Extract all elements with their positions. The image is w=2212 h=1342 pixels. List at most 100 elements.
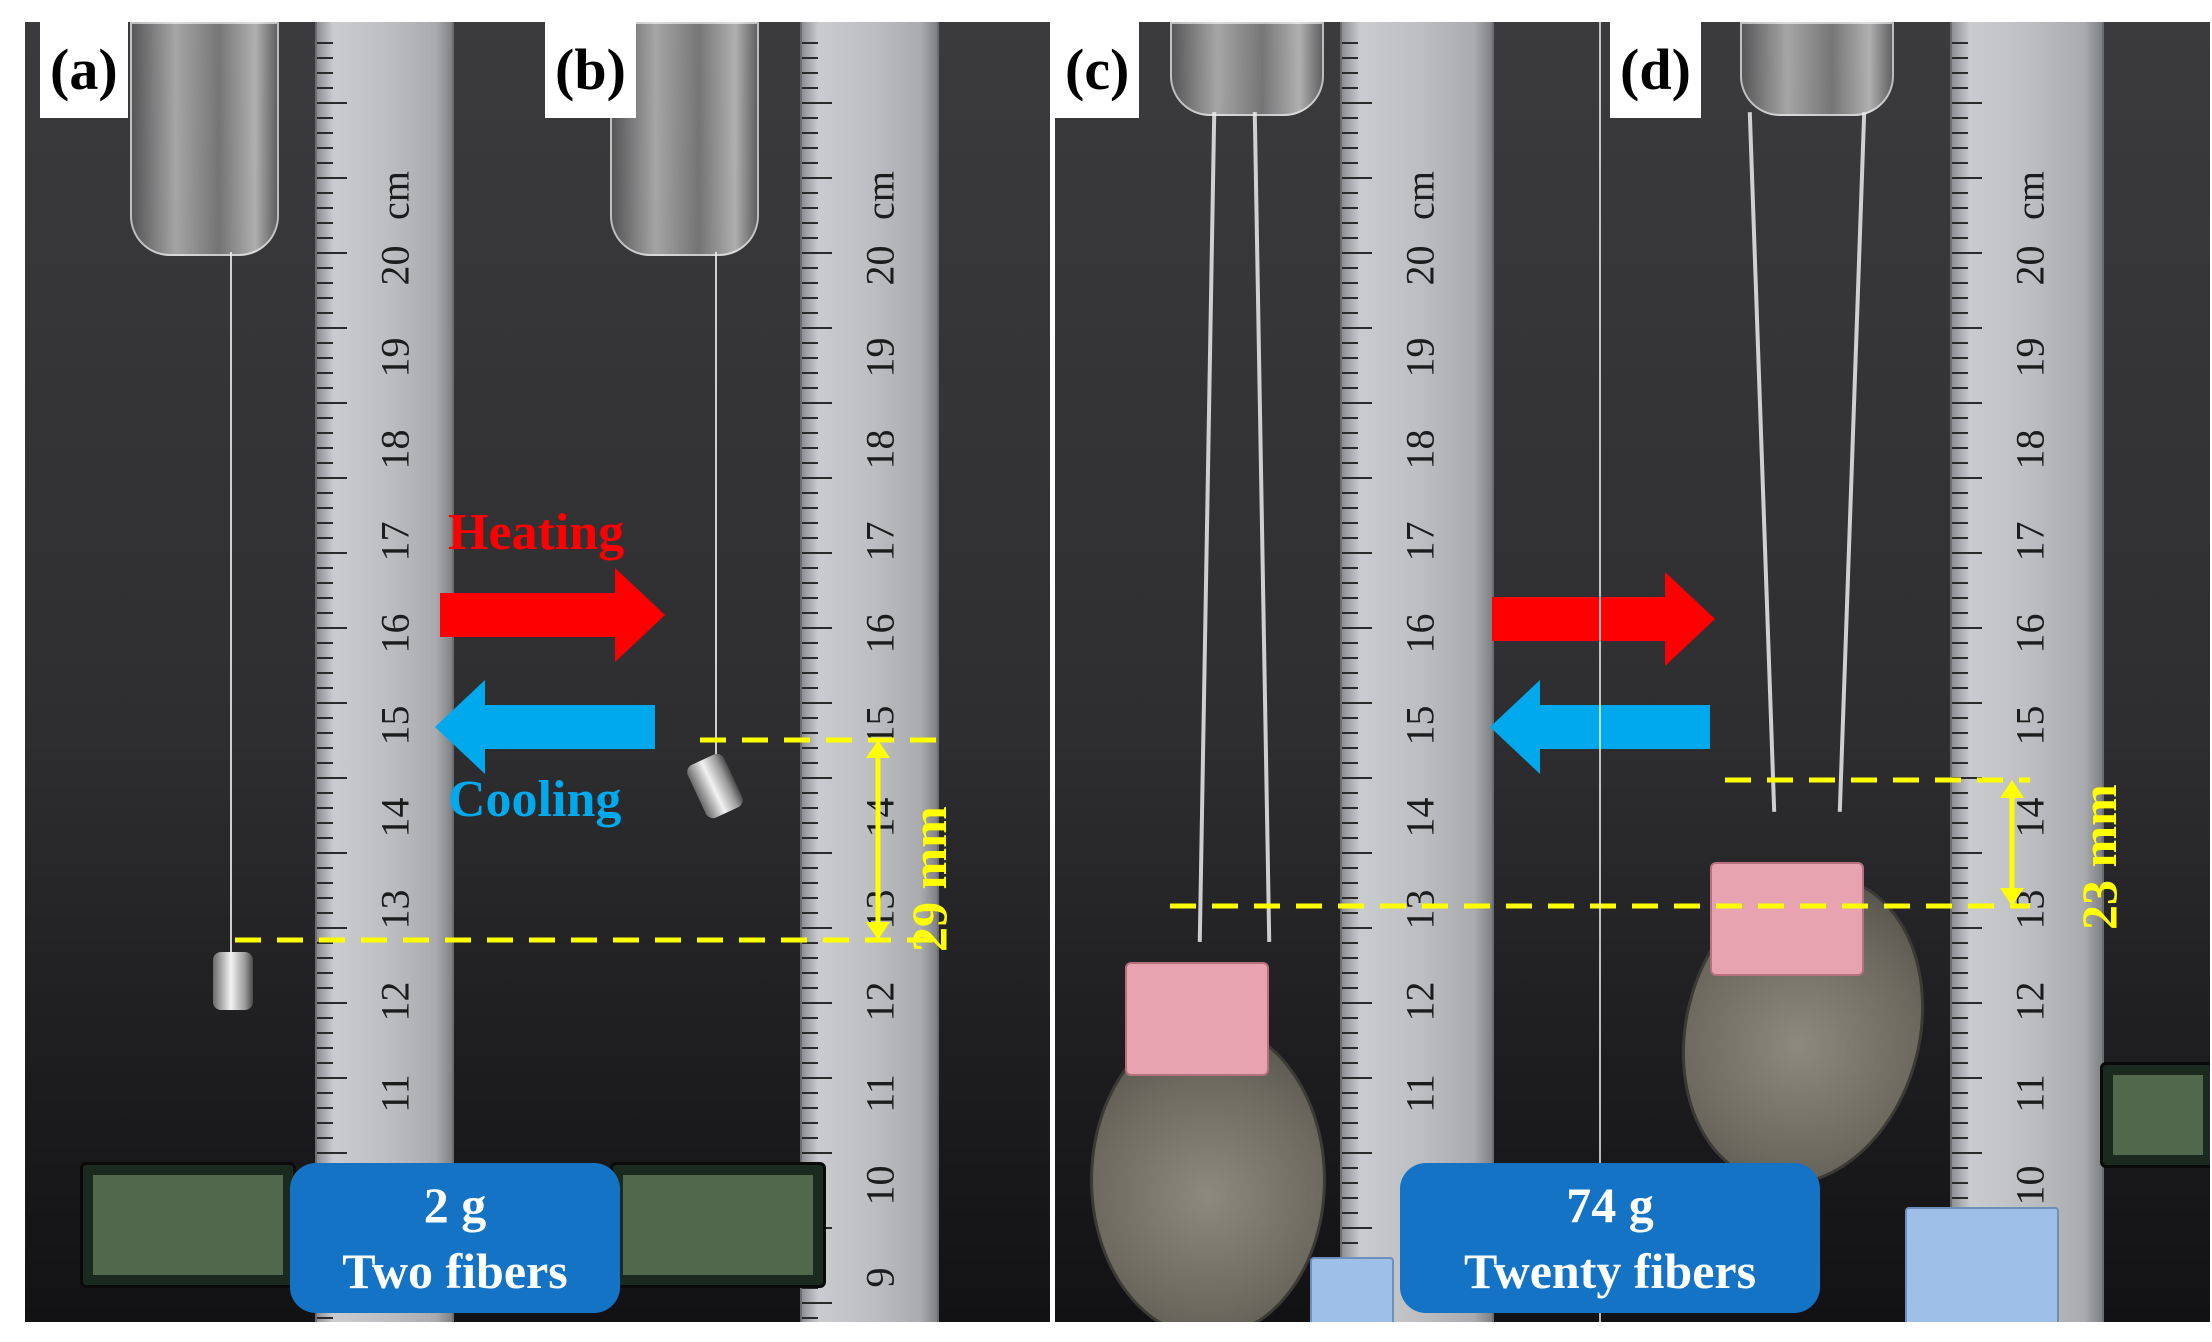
- ruler-tick: [1342, 987, 1358, 989]
- ruler-tick: [802, 1152, 832, 1154]
- ruler-tick: [1342, 852, 1372, 854]
- glass-tube: [1170, 22, 1324, 116]
- ruler-tick: [1342, 447, 1358, 449]
- ruler-tick: [317, 972, 333, 974]
- ruler-tick: [1952, 882, 1968, 884]
- ruler-tick: [802, 1047, 818, 1049]
- steel-ruler: 20191817161514131211109cm: [1950, 22, 2104, 1322]
- ruler-tick: [317, 72, 333, 74]
- ruler-tick: [1952, 867, 1968, 869]
- ruler-tick: [1342, 42, 1358, 44]
- ruler-tick: [802, 297, 818, 299]
- ruler-tick: [1342, 942, 1358, 944]
- ruler-tick: [1342, 972, 1358, 974]
- ruler-tick: [802, 222, 818, 224]
- ruler-tick: [1952, 582, 1968, 584]
- ruler-tick: [802, 342, 818, 344]
- ruler-tick: [1342, 882, 1358, 884]
- ruler-tick: [1342, 1242, 1358, 1244]
- ruler-tick: [1342, 582, 1358, 584]
- ruler-tick: [1952, 987, 1968, 989]
- ruler-tick: [1342, 552, 1372, 554]
- ruler-tick: [1952, 1152, 1982, 1154]
- ruler-tick: [1952, 417, 1968, 419]
- panel-c-photo: 20191817161514131211109cm (c): [1055, 22, 1600, 1322]
- ruler-tick: [1342, 432, 1358, 434]
- ruler-tick: [1342, 222, 1358, 224]
- pink-binder-clip: [1710, 862, 1864, 976]
- ruler-tick: [1952, 702, 1982, 704]
- ruler-tick: [1952, 132, 1968, 134]
- ruler-tick: [1952, 897, 1968, 899]
- ruler-tick: [1952, 1092, 1968, 1094]
- ruler-tick: [1342, 162, 1358, 164]
- displacement-label-right: 23 mm: [2071, 784, 2127, 930]
- ruler-tick: [1952, 792, 1968, 794]
- ruler-tick: [802, 942, 818, 944]
- panel-label-d: (d): [1610, 22, 1701, 118]
- ruler-tick: [1952, 747, 1968, 749]
- ruler-tick: [802, 987, 818, 989]
- ruler-tick: [317, 237, 333, 239]
- ruler-tick: [1342, 1092, 1358, 1094]
- ruler-tick: [1952, 72, 1968, 74]
- ruler-tick: [802, 807, 818, 809]
- ruler-tick: [317, 147, 333, 149]
- ruler-tick: [1342, 507, 1358, 509]
- ruler-tick: [1952, 462, 1968, 464]
- mass-label: 2 g: [423, 1177, 487, 1233]
- ruler-tick: [1342, 612, 1358, 614]
- ruler-tick: [1342, 837, 1358, 839]
- ruler-tick: [1342, 297, 1358, 299]
- ruler-tick: [1342, 402, 1372, 404]
- ruler-tick: [317, 1317, 333, 1319]
- ruler-tick: [317, 402, 347, 404]
- ruler-tick: [1342, 672, 1358, 674]
- ruler-tick: [317, 552, 347, 554]
- ruler-tick: [317, 132, 333, 134]
- ruler-tick: [317, 342, 333, 344]
- ruler-tick: [1952, 627, 1982, 629]
- ruler-tick: [1342, 567, 1358, 569]
- ruler-tick: [1952, 1077, 1982, 1079]
- ruler-tick: [1952, 597, 1968, 599]
- ruler-tick: [317, 657, 333, 659]
- ruler-tick: [317, 1062, 333, 1064]
- ruler-tick: [1342, 1077, 1372, 1079]
- ruler-tick: [802, 492, 818, 494]
- ruler-tick: [317, 582, 333, 584]
- ruler-tick: [1952, 1182, 1968, 1184]
- ruler-tick: [802, 57, 818, 59]
- ruler-tick: [317, 192, 333, 194]
- ruler-tick: [1952, 312, 1968, 314]
- panel-label-a: (a): [40, 22, 128, 118]
- ruler-tick: [802, 1032, 818, 1034]
- ruler-tick: [317, 447, 333, 449]
- ruler-tick: [802, 897, 818, 899]
- ruler-tick: [317, 642, 333, 644]
- ruler-tick: [317, 1002, 347, 1004]
- ruler-tick: [317, 267, 333, 269]
- ruler-tick: [1342, 372, 1358, 374]
- ruler-tick: [317, 252, 347, 254]
- ruler-tick: [317, 942, 333, 944]
- ruler-tick: [1342, 822, 1358, 824]
- ruler-tick: [1952, 447, 1968, 449]
- ruler-tick: [802, 87, 818, 89]
- ruler-tick: [317, 87, 333, 89]
- ruler-tick: [1952, 177, 1982, 179]
- ruler-tick: [317, 912, 333, 914]
- ruler-tick: [1952, 387, 1968, 389]
- ruler-tick: [317, 177, 347, 179]
- ruler-tick: [1952, 357, 1968, 359]
- ruler-tick: [1342, 1137, 1358, 1139]
- ruler-tick: [1952, 237, 1968, 239]
- ruler-tick: [1342, 702, 1372, 704]
- ruler-tick: [1952, 912, 1968, 914]
- ruler-tick: [1342, 1047, 1358, 1049]
- ruler-tick: [802, 687, 818, 689]
- ruler-tick: [802, 1092, 818, 1094]
- ruler-tick: [1952, 297, 1968, 299]
- ruler-tick: [1952, 372, 1968, 374]
- ruler-tick: [1952, 822, 1968, 824]
